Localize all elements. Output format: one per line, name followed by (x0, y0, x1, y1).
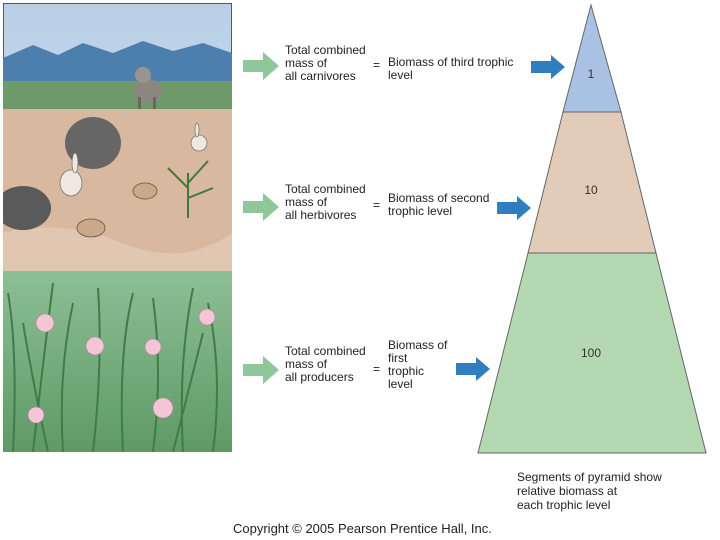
blue-arrow-icon (456, 357, 490, 381)
blue-arrow-icon (531, 55, 565, 79)
grass-blades (7, 282, 218, 452)
ecosystem-illustration (3, 3, 232, 452)
equals-sign: = (373, 58, 381, 72)
rock (3, 186, 51, 230)
biomass-pyramid: 1 10 100 (477, 3, 707, 454)
pyramid-value-first-level: 100 (581, 346, 601, 360)
green-arrow-icon (243, 52, 279, 80)
shrub (167, 160, 214, 218)
pyramid-value-second-level: 10 (584, 183, 598, 197)
green-arrow-icon (243, 356, 279, 384)
wolf (134, 67, 162, 109)
equals-sign: = (373, 198, 381, 212)
ground-squirrel (132, 182, 158, 200)
flowers (27, 308, 216, 424)
pyramid-segment-third-level (562, 3, 622, 113)
pyramid-segment-first-level (477, 252, 707, 454)
mountains (3, 41, 232, 83)
rock (65, 117, 121, 169)
equals-sign: = (373, 362, 381, 376)
grassland-foreground (3, 271, 232, 452)
copyright-notice: Copyright © 2005 Pearson Prentice Hall, … (233, 521, 492, 536)
pyramid-value-third-level: 1 (588, 67, 595, 81)
ground-squirrel (76, 218, 106, 238)
rabbit (59, 152, 83, 197)
blue-arrow-icon (497, 196, 531, 220)
far-grassland (3, 81, 232, 111)
rabbit (190, 122, 208, 152)
green-arrow-icon (243, 193, 279, 221)
